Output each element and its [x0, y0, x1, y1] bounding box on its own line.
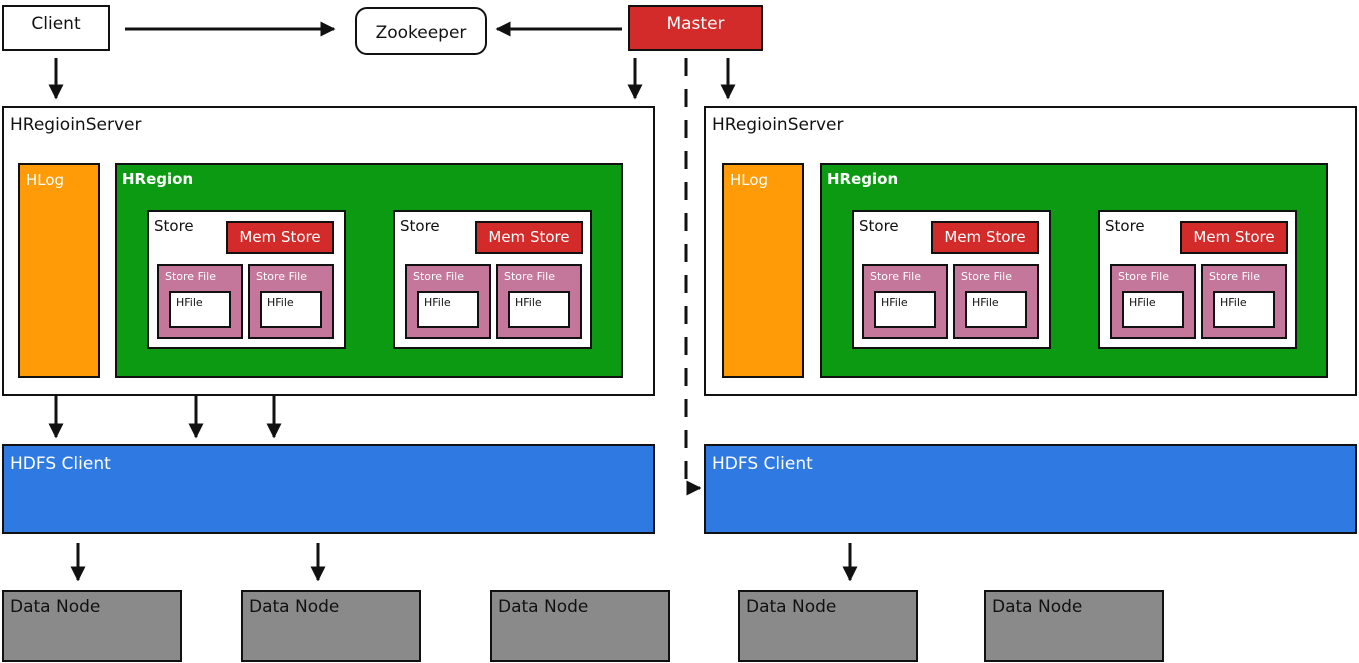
store-box: Store Mem Store Store File HFile Store F…	[1098, 210, 1297, 349]
hregion-label: HRegion	[827, 170, 899, 188]
store-box: Store Mem Store Store File HFile Store F…	[147, 210, 346, 349]
hfile-label: HFile	[1129, 296, 1156, 309]
master-box: Master	[628, 5, 763, 51]
hfile-label: HFile	[881, 296, 908, 309]
data-node-5: Data Node	[984, 590, 1164, 662]
store-file-label: Store File	[1118, 270, 1169, 283]
hfile-label: HFile	[176, 296, 203, 309]
data-node-2: Data Node	[241, 590, 421, 662]
store-file-box: Store File HFile	[1110, 264, 1196, 339]
data-node-label: Data Node	[249, 597, 340, 617]
hfile-box: HFile	[965, 291, 1027, 328]
data-node-label: Data Node	[498, 597, 589, 617]
mem-store-box: Mem Store	[226, 221, 334, 254]
store-box: Store Mem Store Store File HFile Store F…	[852, 210, 1051, 349]
region-server-left: HRegioinServer HLog HRegion Store Mem St…	[2, 106, 655, 396]
zookeeper-box: Zookeeper	[355, 7, 487, 55]
hfile-box: HFile	[1122, 291, 1184, 328]
region-server-label: HRegioinServer	[712, 115, 844, 135]
hfile-label: HFile	[515, 296, 542, 309]
store-file-label: Store File	[413, 270, 464, 283]
store-label: Store	[1105, 217, 1145, 235]
client-box: Client	[2, 5, 110, 51]
hfile-box: HFile	[260, 291, 322, 328]
store-box: Store Mem Store Store File HFile Store F…	[393, 210, 592, 349]
zookeeper-label: Zookeeper	[375, 23, 467, 43]
hfile-box: HFile	[169, 291, 231, 328]
hlog-label: HLog	[26, 171, 65, 189]
hdfs-client-label: HDFS Client	[10, 454, 111, 474]
store-file-box: Store File HFile	[405, 264, 491, 339]
data-node-1: Data Node	[2, 590, 182, 662]
dashed-master-to-hdfs	[684, 58, 702, 496]
store-file-box: Store File HFile	[862, 264, 948, 339]
store-file-label: Store File	[870, 270, 921, 283]
mem-store-label: Mem Store	[239, 228, 321, 246]
hfile-box: HFile	[874, 291, 936, 328]
hfile-box: HFile	[508, 291, 570, 328]
store-file-box: Store File HFile	[953, 264, 1039, 339]
hlog-box: HLog	[722, 163, 804, 378]
hfile-label: HFile	[267, 296, 294, 309]
store-file-box: Store File HFile	[496, 264, 582, 339]
mem-store-label: Mem Store	[944, 228, 1026, 246]
hdfs-client-label: HDFS Client	[712, 454, 813, 474]
store-label: Store	[859, 217, 899, 235]
client-label: Client	[31, 14, 81, 34]
hregion-label: HRegion	[122, 170, 194, 188]
data-node-3: Data Node	[490, 590, 670, 662]
store-label: Store	[154, 217, 194, 235]
hfile-label: HFile	[424, 296, 451, 309]
master-label: Master	[666, 14, 725, 34]
store-file-label: Store File	[504, 270, 555, 283]
hlog-label: HLog	[730, 171, 769, 189]
store-file-box: Store File HFile	[157, 264, 243, 339]
mem-store-label: Mem Store	[488, 228, 570, 246]
store-file-label: Store File	[1209, 270, 1260, 283]
data-node-4: Data Node	[738, 590, 918, 662]
store-file-label: Store File	[165, 270, 216, 283]
mem-store-box: Mem Store	[931, 221, 1039, 254]
store-label: Store	[400, 217, 440, 235]
mem-store-label: Mem Store	[1193, 228, 1275, 246]
region-server-right: HRegioinServer HLog HRegion Store Mem St…	[704, 106, 1357, 396]
hfile-label: HFile	[972, 296, 999, 309]
store-file-label: Store File	[256, 270, 307, 283]
store-file-box: Store File HFile	[248, 264, 334, 339]
hfile-box: HFile	[417, 291, 479, 328]
region-server-label: HRegioinServer	[10, 115, 142, 135]
data-node-label: Data Node	[992, 597, 1083, 617]
hdfs-client-right: HDFS Client	[704, 444, 1357, 534]
store-file-label: Store File	[961, 270, 1012, 283]
hdfs-client-left: HDFS Client	[2, 444, 655, 534]
mem-store-box: Mem Store	[1180, 221, 1288, 254]
store-file-box: Store File HFile	[1201, 264, 1287, 339]
hregion-box: HRegion Store Mem Store Store File HFile…	[820, 163, 1328, 378]
hfile-label: HFile	[1220, 296, 1247, 309]
data-node-label: Data Node	[10, 597, 101, 617]
data-node-label: Data Node	[746, 597, 837, 617]
hlog-box: HLog	[18, 163, 100, 378]
hregion-box: HRegion Store Mem Store Store File HFile…	[115, 163, 623, 378]
mem-store-box: Mem Store	[475, 221, 583, 254]
hfile-box: HFile	[1213, 291, 1275, 328]
